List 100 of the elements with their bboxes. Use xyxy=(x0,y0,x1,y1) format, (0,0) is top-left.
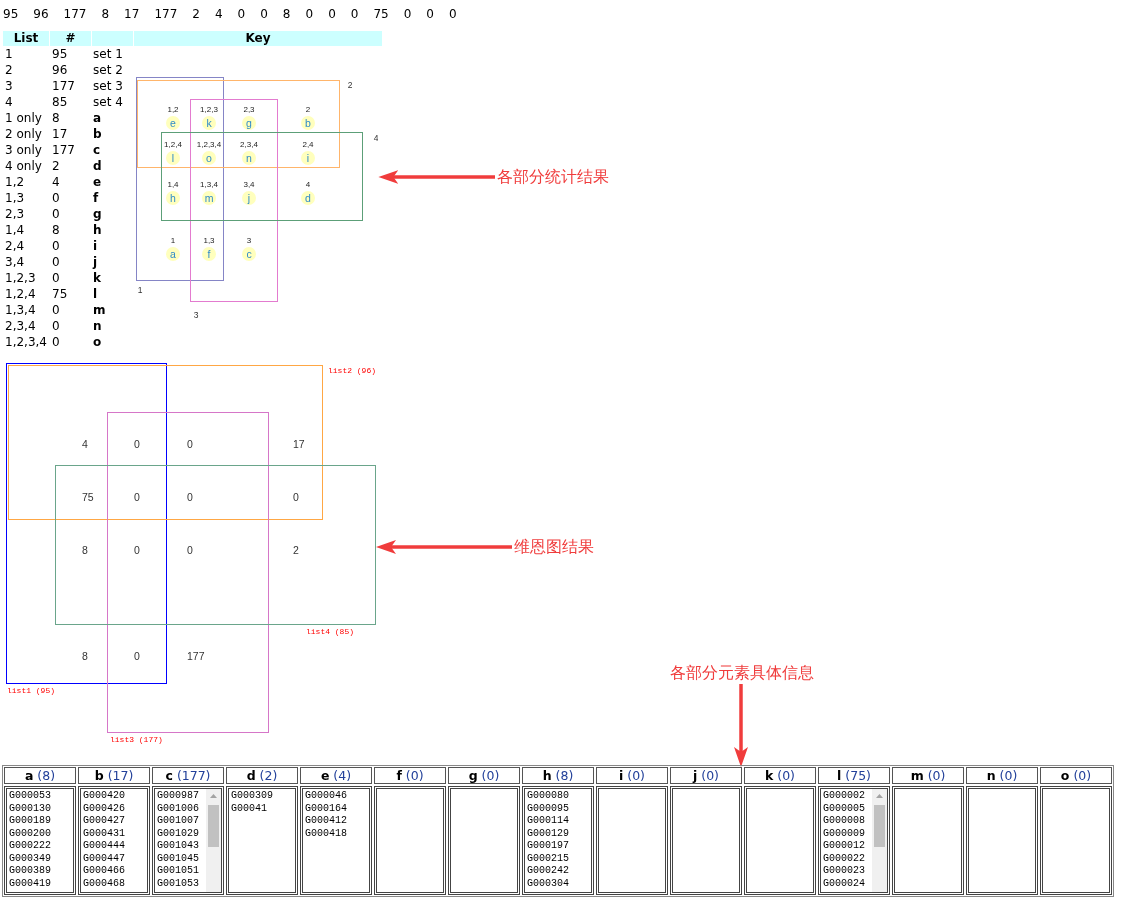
list-box xyxy=(152,786,224,895)
region-count: 0 xyxy=(134,544,140,556)
region-count: 8 xyxy=(82,650,88,662)
key-label: set 3 xyxy=(93,78,123,94)
list-item: G000200 xyxy=(9,827,51,840)
list-item: G000008 xyxy=(823,815,865,828)
region-combination: 3 xyxy=(246,236,252,245)
list-name: 2 xyxy=(5,62,13,78)
count-value: 8 xyxy=(52,110,60,126)
key-label: h xyxy=(93,222,102,238)
region-combination: 2,3 xyxy=(243,105,255,114)
count-value: 0 xyxy=(350,6,359,22)
key-label: k xyxy=(93,270,101,286)
list-item: G000412 xyxy=(305,815,347,828)
key-label: o xyxy=(93,334,102,350)
region-marker: e xyxy=(166,116,180,130)
key-label: set 2 xyxy=(93,62,123,78)
region-marker: g xyxy=(242,116,256,130)
region-marker: f xyxy=(202,247,216,261)
list-item: G001053 xyxy=(157,877,199,890)
key-label: d xyxy=(93,158,102,174)
list-item: G000002 xyxy=(823,790,865,803)
column-header: b (17) xyxy=(78,767,150,784)
count-value: 0 xyxy=(52,238,60,254)
count-value: 2 xyxy=(192,6,200,22)
column-header: n (0) xyxy=(966,767,1038,784)
column-header: List xyxy=(3,31,49,46)
region-count: 0 xyxy=(187,491,193,503)
region-count: 0 xyxy=(187,544,193,556)
list-name: 3 xyxy=(5,78,13,94)
region-count: 0 xyxy=(134,438,140,450)
count-value: 0 xyxy=(52,334,60,350)
column-header: l (75) xyxy=(818,767,890,784)
list-item: G000046 xyxy=(305,790,347,803)
region-combination: 1,2 xyxy=(167,105,179,114)
list-item: G000215 xyxy=(527,852,569,865)
count-value: 17 xyxy=(124,6,140,22)
list-name: 1 only xyxy=(5,110,42,126)
list-name: 2,4 xyxy=(5,238,25,254)
region-combination: 2,3,4 xyxy=(240,140,258,149)
key-label: f xyxy=(93,190,99,206)
count-value: 0 xyxy=(449,6,457,22)
count-value: 0 xyxy=(260,6,268,22)
column-header: g (0) xyxy=(448,767,520,784)
column-header: h (8) xyxy=(522,767,594,784)
region-count: 177 xyxy=(187,650,205,662)
region-combination: 4 xyxy=(305,180,311,189)
list-item: G000466 xyxy=(83,865,125,878)
list-box xyxy=(670,786,742,895)
annotation-text: 各部分统计结果 xyxy=(497,168,609,186)
region-marker: b xyxy=(301,116,315,130)
region-combination: 1 xyxy=(170,236,176,245)
region-combination: 1,3,4 xyxy=(200,180,218,189)
key-label: c xyxy=(93,142,101,158)
count-value: 0 xyxy=(52,270,60,286)
key-label: j xyxy=(93,254,98,270)
list-item: G000447 xyxy=(83,852,125,865)
list-box xyxy=(4,786,76,895)
column-header: k (0) xyxy=(744,767,816,784)
count-value: 0 xyxy=(52,190,60,206)
set-label: list1 (95) xyxy=(7,686,55,696)
region-marker: h xyxy=(166,191,180,205)
arrow xyxy=(376,540,512,554)
list-name: 1,3 xyxy=(5,190,25,206)
list-box xyxy=(374,786,446,895)
list-item: G000023 xyxy=(823,865,865,878)
set-number: 2 xyxy=(347,80,353,90)
column-header: i (0) xyxy=(596,767,668,784)
count-value: 0 xyxy=(52,254,60,270)
list-item: G000095 xyxy=(527,802,569,815)
list-item: G000987 xyxy=(157,790,199,803)
list-item: G000130 xyxy=(9,802,51,815)
key-label: b xyxy=(93,126,102,142)
count-value: 96 xyxy=(33,6,49,22)
key-label: i xyxy=(93,238,98,254)
count-value: 75 xyxy=(373,6,389,22)
list-item: G000418 xyxy=(305,827,347,840)
list-box xyxy=(78,786,150,895)
region-marker: k xyxy=(202,116,216,130)
list-item: G000304 xyxy=(527,877,569,890)
annotation-text: 各部分元素具体信息 xyxy=(670,664,814,682)
list-box xyxy=(448,786,520,895)
count-value: 177 xyxy=(154,6,178,22)
list-name: 3,4 xyxy=(5,254,25,270)
key-label: set 4 xyxy=(93,94,123,110)
count-value: 0 xyxy=(237,6,246,22)
key-label: set 1 xyxy=(93,46,123,62)
list-name: 3 only xyxy=(5,142,42,158)
region-marker: m xyxy=(202,191,216,205)
count-value: 0 xyxy=(403,6,412,22)
list-item: G001029 xyxy=(157,827,199,840)
list-item: G000189 xyxy=(9,815,51,828)
region-combination: 3,4 xyxy=(243,180,255,189)
count-value: 8 xyxy=(101,6,110,22)
region-marker: a xyxy=(166,247,180,261)
list-name: 1,2 xyxy=(5,174,25,190)
region-combination: 1,2,4 xyxy=(164,140,182,149)
list-item: G000129 xyxy=(527,827,569,840)
key-label: g xyxy=(93,206,102,222)
list-name: 1,2,3,4 xyxy=(5,334,47,350)
